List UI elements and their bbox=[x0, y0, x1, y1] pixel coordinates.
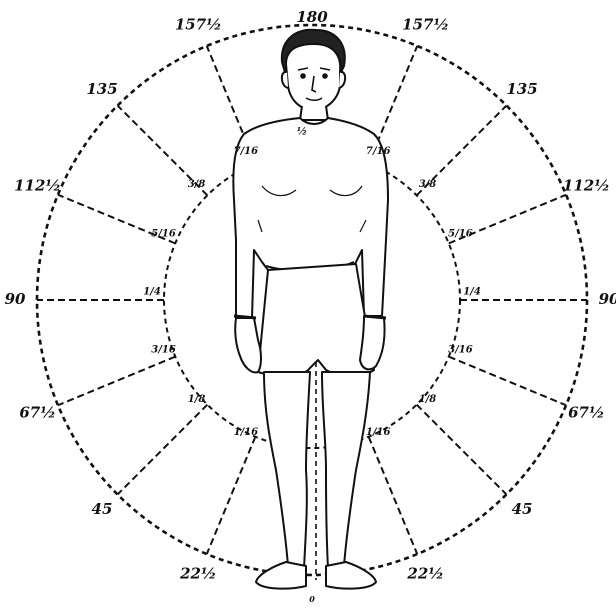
right-hand bbox=[360, 316, 385, 369]
right-ear bbox=[339, 72, 345, 88]
inner-label-left-1: 7/16 bbox=[234, 146, 259, 157]
outer-label-top: 180 bbox=[296, 8, 328, 26]
human-figure bbox=[233, 30, 388, 589]
radial-line-right-7 bbox=[369, 437, 418, 554]
outer-label-right-4: 90 bbox=[599, 290, 616, 308]
outer-label-right-3: 112½ bbox=[563, 176, 610, 194]
inner-label-right-4: 1/4 bbox=[463, 287, 481, 298]
left-leg bbox=[264, 372, 310, 568]
inner-label-left-7: 1/16 bbox=[234, 427, 259, 438]
inner-label-right-1: 7/16 bbox=[366, 146, 391, 157]
outer-label-left-5: 67½ bbox=[19, 404, 56, 422]
outer-label-right-1: 157½ bbox=[402, 16, 449, 34]
inner-label-right-7: 1/16 bbox=[366, 427, 391, 438]
outer-label-right-2: 135 bbox=[506, 80, 537, 98]
inner-label-left-2: 3/8 bbox=[188, 179, 206, 190]
outer-label-bottom: 0 bbox=[309, 594, 315, 604]
inner-label-left-3: 5/16 bbox=[151, 228, 176, 239]
radial-line-left-5 bbox=[58, 357, 175, 406]
inner-label-left-4: 1/4 bbox=[143, 287, 161, 298]
inner-label-right-6: 1/8 bbox=[419, 394, 437, 405]
outer-label-left-2: 135 bbox=[86, 80, 117, 98]
shorts bbox=[258, 264, 374, 376]
inner-label-right-5: 3/16 bbox=[448, 345, 473, 356]
left-cuff bbox=[234, 316, 256, 318]
radial-line-left-7 bbox=[207, 437, 256, 554]
inner-label-top: ½ bbox=[297, 127, 307, 138]
outer-label-left-7: 22½ bbox=[179, 564, 217, 582]
inner-label-left-6: 1/8 bbox=[188, 394, 206, 405]
inner-label-right-3: 5/16 bbox=[448, 228, 473, 239]
radial-line-left-6 bbox=[118, 405, 208, 495]
left-ear bbox=[282, 72, 288, 88]
radial-line-right-5 bbox=[449, 357, 566, 406]
outer-label-right-5: 67½ bbox=[568, 404, 605, 422]
left-foot bbox=[256, 562, 306, 589]
left-hand bbox=[235, 318, 261, 372]
right-cuff bbox=[364, 316, 386, 318]
outer-label-left-4: 90 bbox=[5, 290, 26, 308]
neck bbox=[300, 106, 328, 120]
right-leg bbox=[322, 372, 370, 568]
outer-label-right-6: 45 bbox=[512, 500, 533, 518]
outer-label-right-7: 22½ bbox=[406, 564, 444, 582]
right-foot bbox=[326, 562, 376, 589]
outer-label-left-6: 45 bbox=[92, 500, 113, 518]
inner-label-left-5: 3/16 bbox=[151, 345, 176, 356]
outer-label-left-3: 112½ bbox=[14, 176, 61, 194]
inner-label-right-2: 3/8 bbox=[419, 179, 437, 190]
outer-label-left-1: 157½ bbox=[175, 16, 222, 34]
radial-line-right-6 bbox=[417, 405, 507, 495]
